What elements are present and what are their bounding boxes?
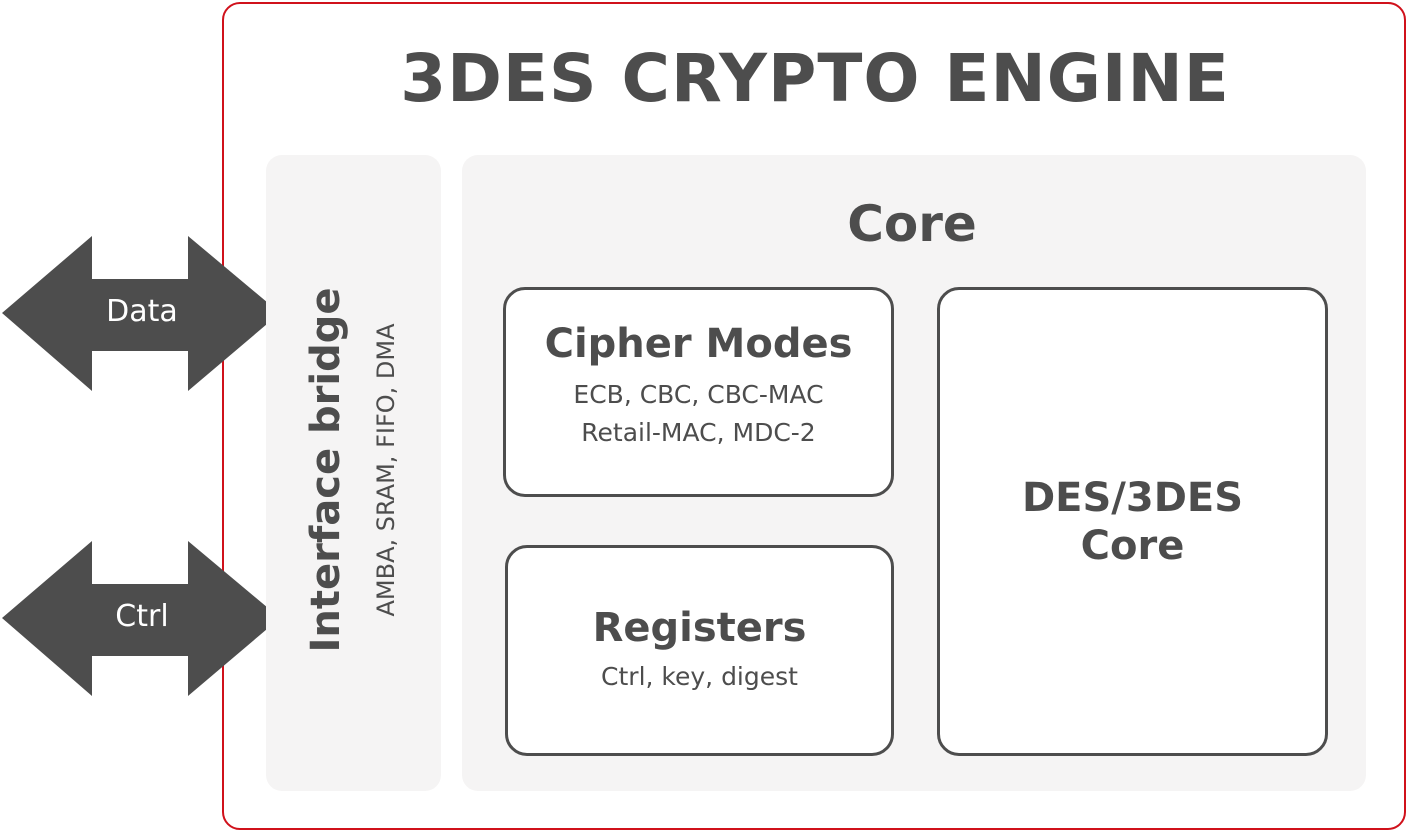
ctrl-arrow-label: Ctrl — [115, 599, 169, 634]
des-core-title: Core — [1080, 522, 1185, 569]
des-core-box: DES/3DES Core — [937, 287, 1328, 756]
data-arrow-label: Data — [106, 294, 178, 329]
interface-bridge-panel — [266, 155, 441, 791]
data-arrow — [2, 236, 280, 391]
cipher-modes-line: Retail-MAC, MDC-2 — [581, 418, 816, 447]
interface-bridge-subtitle: AMBA, SRAM, FIFO, DMA — [372, 323, 400, 617]
registers-line: Ctrl, key, digest — [601, 662, 798, 691]
cipher-modes-line: ECB, CBC, CBC-MAC — [573, 380, 824, 409]
cipher-modes-box: Cipher Modes ECB, CBC, CBC-MAC Retail-MA… — [503, 287, 894, 497]
ctrl-arrow — [2, 541, 280, 696]
interface-bridge-title: Interface bridge — [303, 287, 349, 653]
registers-box: Registers Ctrl, key, digest — [505, 545, 894, 756]
diagram-title: 3DES CRYPTO ENGINE — [400, 40, 1230, 117]
core-title: Core — [847, 195, 977, 253]
engine-frame — [222, 2, 1406, 830]
cipher-modes-title: Cipher Modes — [544, 321, 853, 367]
des-core-title: DES/3DES — [1021, 474, 1244, 521]
registers-title: Registers — [592, 605, 807, 651]
